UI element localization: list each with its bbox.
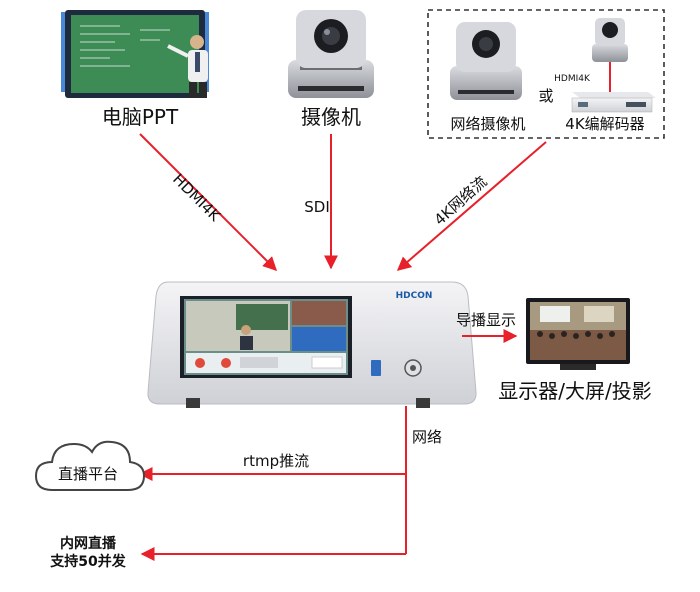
ptz-camera-image xyxy=(288,10,374,98)
hdcon-device: HDCON xyxy=(147,281,477,408)
hdmi-arrow xyxy=(139,133,277,271)
camera-label: 摄像机 xyxy=(301,105,361,129)
codec-image xyxy=(571,92,656,113)
rtmp-label: rtmp推流 xyxy=(243,452,309,470)
monitor-image xyxy=(526,298,630,370)
platform-label: 直播平台 xyxy=(58,465,118,483)
network-source-group xyxy=(427,9,665,139)
brand-logo: HDCON xyxy=(396,291,433,301)
sdi-label: SDI xyxy=(304,198,330,216)
usb-port xyxy=(371,360,381,376)
hdmi-label: HDMI4K xyxy=(169,170,225,226)
pc-label: 电脑PPT xyxy=(102,105,179,129)
lan-label-line2: 支持50并发 xyxy=(49,553,126,570)
encoder-label: 4K编解码器 xyxy=(565,115,644,133)
pc-ppt-image xyxy=(61,10,209,98)
network-camera-image xyxy=(450,22,522,100)
stream-arrow xyxy=(396,141,547,271)
cloud-icon xyxy=(34,440,146,491)
hdmi-small-label: HDMI4K xyxy=(554,74,591,84)
ipcam-label: 网络摄像机 xyxy=(450,115,525,133)
small-camera-image xyxy=(592,18,628,62)
display-link-label: 导播显示 xyxy=(456,311,516,329)
display-label: 显示器/大屏/投影 xyxy=(498,379,651,403)
or-label: 或 xyxy=(538,87,553,105)
network-label: 网络 xyxy=(412,428,442,446)
stream-label: 4K网络流 xyxy=(431,173,491,229)
lan-label-line1: 内网直播 xyxy=(60,535,117,552)
